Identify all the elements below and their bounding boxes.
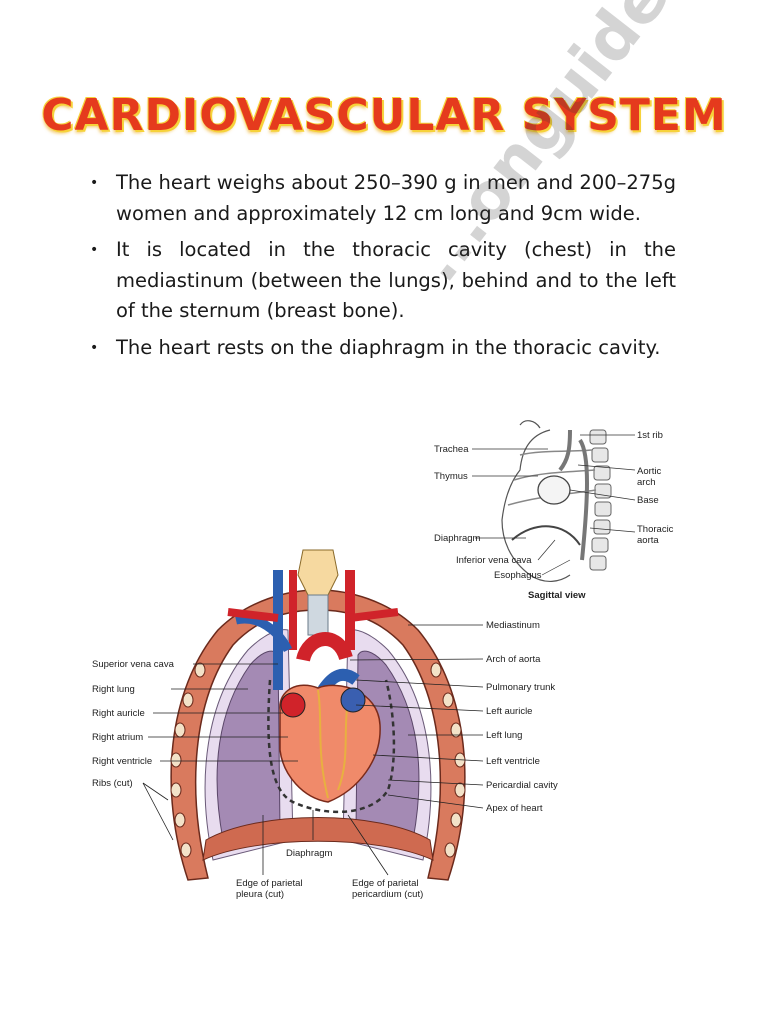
sagittal-caption: Sagittal view	[528, 590, 586, 601]
label-right-atrium: Right atrium	[92, 732, 143, 743]
label-pulmonary-trunk: Pulmonary trunk	[486, 682, 555, 693]
label-right-ventricle: Right ventricle	[92, 756, 152, 767]
label-edge-parietal-pleura-1: Edge of parietal	[236, 878, 303, 889]
rib-cage-band	[170, 589, 466, 881]
label-apex-of-heart: Apex of heart	[486, 803, 543, 814]
label-edge-parietal-pleura-2: pleura (cut)	[236, 889, 284, 900]
label-edge-parietal-pericardium-2: pericardium (cut)	[352, 889, 423, 900]
label-left-auricle: Left auricle	[486, 706, 532, 717]
sagittal-view-diagram: Trachea Thymus Diaphragm Inferior vena c…	[434, 420, 674, 601]
heart-sagittal	[537, 475, 571, 505]
bullet-item: • It is located in the thoracic cavity (c…	[90, 235, 676, 327]
label-ribs-cut: Ribs (cut)	[92, 778, 133, 789]
label-inferior-vena-cava: Inferior vena cava	[456, 555, 532, 566]
bullet-item: • The heart weighs about 250–390 g in men…	[90, 168, 676, 229]
left-lung	[355, 650, 420, 841]
bullet-marker: •	[90, 242, 99, 258]
bullet-text: It is located in the thoracic cavity (ch…	[116, 238, 676, 322]
right-lung	[216, 650, 281, 841]
label-mediastinum: Mediastinum	[486, 620, 540, 631]
page-title: CARDIOVASCULAR SYSTEM	[41, 90, 727, 141]
label-right-lung: Right lung	[92, 684, 135, 695]
bullet-marker: •	[90, 339, 99, 356]
label-left-ventricle: Left ventricle	[486, 756, 540, 767]
label-diaphragm-frontal: Diaphragm	[286, 848, 333, 859]
bullet-item: • The heart rests on the diaphragm in the…	[90, 333, 676, 364]
label-first-rib: 1st rib	[637, 430, 663, 441]
label-pericardial-cavity: Pericardial cavity	[486, 780, 558, 791]
label-arch: arch	[637, 477, 655, 488]
label-aorta: aorta	[637, 535, 659, 546]
label-left-lung: Left lung	[486, 730, 522, 741]
heart-frontal	[279, 684, 381, 803]
bullet-text: The heart rests on the diaphragm in the …	[116, 335, 661, 359]
label-thoracic: Thoracic	[637, 524, 674, 535]
label-thymus: Thymus	[434, 471, 468, 482]
label-superior-vena-cava: Superior vena cava	[92, 659, 175, 670]
bullet-marker: •	[90, 175, 99, 191]
label-diaphragm-sagittal: Diaphragm	[434, 533, 481, 544]
label-esophagus: Esophagus	[494, 570, 542, 581]
frontal-view-diagram: Superior vena cava Right lung Right auri…	[92, 549, 558, 900]
bullet-text: The heart weighs about 250–390 g in men …	[116, 171, 676, 225]
diaphragm	[202, 817, 434, 861]
label-arch-of-aorta: Arch of aorta	[486, 654, 541, 665]
label-trachea: Trachea	[434, 444, 469, 455]
label-aortic: Aortic	[637, 466, 662, 477]
label-edge-parietal-pericardium-1: Edge of parietal	[352, 878, 419, 889]
label-right-auricle: Right auricle	[92, 708, 145, 719]
spine-illustration	[589, 429, 612, 571]
bullet-list: • The heart weighs about 250–390 g in men…	[90, 168, 676, 369]
label-base: Base	[637, 495, 659, 506]
